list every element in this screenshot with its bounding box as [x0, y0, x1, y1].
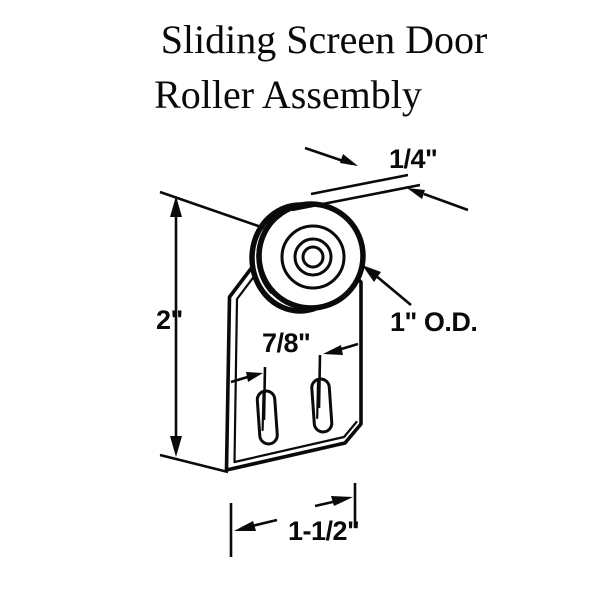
dimension-height: 2" — [156, 190, 265, 474]
wheel-axle-hole — [301, 245, 325, 269]
width-arrow-right — [331, 496, 353, 506]
height-label: 2" — [156, 305, 183, 335]
dimension-width: 1-1/2" — [229, 483, 360, 557]
slot-left-outline — [255, 389, 279, 446]
slot-spacing-arrow-left — [246, 372, 263, 382]
mounting-slots — [255, 377, 334, 446]
height-ext-line-top — [159, 190, 265, 230]
dimension-slot-spacing: 7/8" — [230, 328, 359, 421]
height-ext-line-bottom — [159, 453, 229, 474]
mounting-slot-right — [310, 377, 334, 434]
mounting-slot-left — [255, 389, 279, 446]
slot-spacing-witness-right — [317, 354, 322, 409]
height-arrow-bottom — [170, 436, 182, 457]
thickness-leader-right — [423, 192, 469, 212]
od-leader-line — [374, 274, 412, 306]
slot-spacing-witness-left — [262, 366, 267, 421]
width-leader-left — [251, 518, 278, 528]
title-block: Sliding Screen Door Roller Assembly — [154, 17, 487, 117]
thickness-arrow-right — [407, 188, 425, 199]
slot-right-outline — [310, 377, 334, 434]
height-arrow-top — [170, 196, 182, 217]
slot-spacing-arrow-right — [323, 345, 343, 355]
wheel-groove-line-2 — [258, 213, 282, 298]
title-line-2: Roller Assembly — [154, 72, 422, 117]
od-label: 1" O.D. — [390, 307, 477, 337]
thickness-ext-line-upper — [310, 173, 409, 196]
roller-wheel — [249, 201, 366, 314]
title-line-1: Sliding Screen Door — [161, 17, 488, 62]
width-label: 1-1/2" — [288, 516, 359, 546]
thickness-arrow-left — [340, 154, 358, 166]
thickness-ext-line-lower — [291, 183, 421, 212]
thickness-label: 1/4" — [389, 144, 437, 174]
width-arrow-left — [234, 521, 256, 531]
bracket-bottom-inner-edge — [233, 420, 358, 464]
dimension-thickness: 1/4" — [291, 144, 469, 212]
slot-right-inner-edge — [316, 380, 320, 420]
dimension-outer-diameter: 1" O.D. — [362, 265, 478, 337]
slot-spacing-label: 7/8" — [262, 328, 310, 358]
od-arrow — [362, 265, 381, 282]
